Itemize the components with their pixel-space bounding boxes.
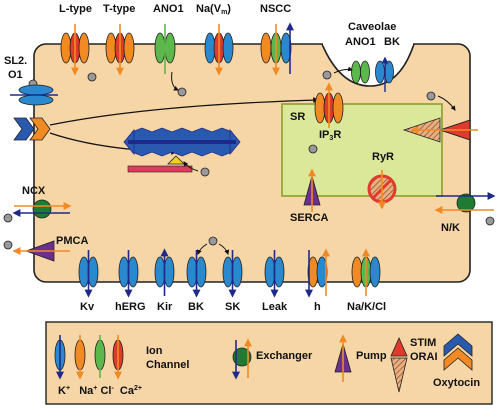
ip3r-channel [314,82,344,128]
label-ano1: ANO1 [153,3,184,15]
calcium-ion [426,91,436,101]
herg-channel [118,250,139,298]
label-l-type: L-type [59,3,92,15]
label-pmca: PMCA [56,235,89,247]
bk-channel [186,250,207,298]
caveolae-ano1-channel [351,60,370,84]
label-caveolae: Caveolae [348,21,397,33]
label-o1: O1 [8,69,23,81]
caveolae-bk-channel [375,56,394,92]
label-bk: BK [188,301,204,313]
label-sl2: SL2. [4,55,28,67]
stim-orai-complex [402,117,478,143]
legend-stim-orai [390,337,408,393]
serca-pump [303,168,321,212]
nav-channel [204,24,234,76]
slc2-transporter [10,84,58,106]
calcium-ion [308,144,318,154]
label-nk: N/K [441,222,460,234]
label-leak: Leak [262,301,288,313]
legend-pump [334,334,352,382]
label-kv: Kv [80,301,95,313]
calcium-ion [322,70,332,80]
label-nscc: NSCC [260,3,292,15]
legend-label-pump: Pump [356,350,387,362]
calcium-ion [3,213,13,223]
label-sr: SR [290,111,306,123]
l-type-channel [60,24,90,76]
label-h: h [314,301,321,313]
calcium-ion [87,72,97,82]
legend-ion-channel [54,335,124,380]
label-caveolae-bk: BK [384,36,400,48]
label-sk: SK [225,301,241,313]
nscc-channel [260,22,294,76]
kir-channel [154,248,175,296]
label-ncx: NCX [22,185,46,197]
nakcl-cotransporter [351,248,381,296]
sk-channel [222,250,243,298]
legend-exchanger [232,338,252,380]
label-herg: hERG [115,301,146,313]
legend-label-exchanger: Exchanger [256,350,313,362]
calcium-ion [3,240,13,250]
leak-channel [264,250,285,298]
sr-compartment [281,103,443,197]
legend-label-ions: K+ Na+ Cl- Ca2+ [58,385,142,397]
calcium-ion [208,236,218,246]
h-channel [305,248,330,298]
calcium-ion [485,216,495,226]
kv-channel [78,250,99,298]
label-nav: Na(Vm) [196,3,231,17]
ano1-channel [154,24,176,74]
legend-oxytocin-icon [443,333,473,371]
oxytocin-receptor [13,117,51,141]
label-ryr: RyR [372,151,395,163]
ryr-channel [367,170,397,210]
nk-pump [434,192,496,214]
label-ip3r: IP3R [319,129,342,143]
myofilament [123,127,241,177]
label-kir: Kir [157,301,173,313]
label-serca: SERCA [290,212,329,224]
label-t-type: T-type [103,3,136,15]
label-caveolae-ano1: ANO1 [345,36,376,48]
calcium-ion [177,87,187,97]
t-type-channel [105,24,135,76]
legend-label-orai: ORAI [410,351,438,363]
legend-label-stim: STIM [410,337,437,349]
legend-label-oxytocin: Oxytocin [433,377,481,389]
label-nakcl: Na/K/Cl [347,301,387,313]
legend-label-ion-channel: Ion Channel [146,345,190,371]
pmca-pump [12,240,70,262]
ncx-exchanger [12,199,72,219]
